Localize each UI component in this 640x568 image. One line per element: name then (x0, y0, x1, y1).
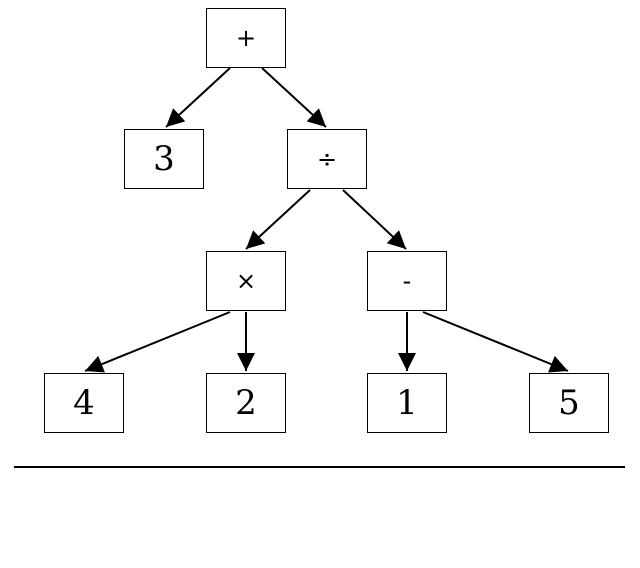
node-plus-operator: + (206, 8, 286, 68)
node-number-five: 5 (529, 373, 609, 433)
node-subtraction-operator: - (367, 251, 447, 311)
edge-multiplication-to-four (84, 311, 231, 373)
node-number-one: 1 (367, 373, 447, 433)
edge-root-to-division (261, 67, 327, 128)
node-division-operator: ÷ (287, 129, 367, 189)
node-multiplication-operator: × (206, 251, 286, 311)
node-number-two: 2 (206, 373, 286, 433)
edge-division-to-multiplication (245, 189, 311, 250)
node-number-three: 3 (124, 129, 204, 189)
horizontal-divider (14, 466, 625, 468)
edge-division-to-subtraction (342, 189, 407, 250)
node-number-four: 4 (44, 373, 124, 433)
edge-subtraction-to-five (422, 311, 569, 373)
edge-root-to-left-operand (165, 67, 231, 128)
